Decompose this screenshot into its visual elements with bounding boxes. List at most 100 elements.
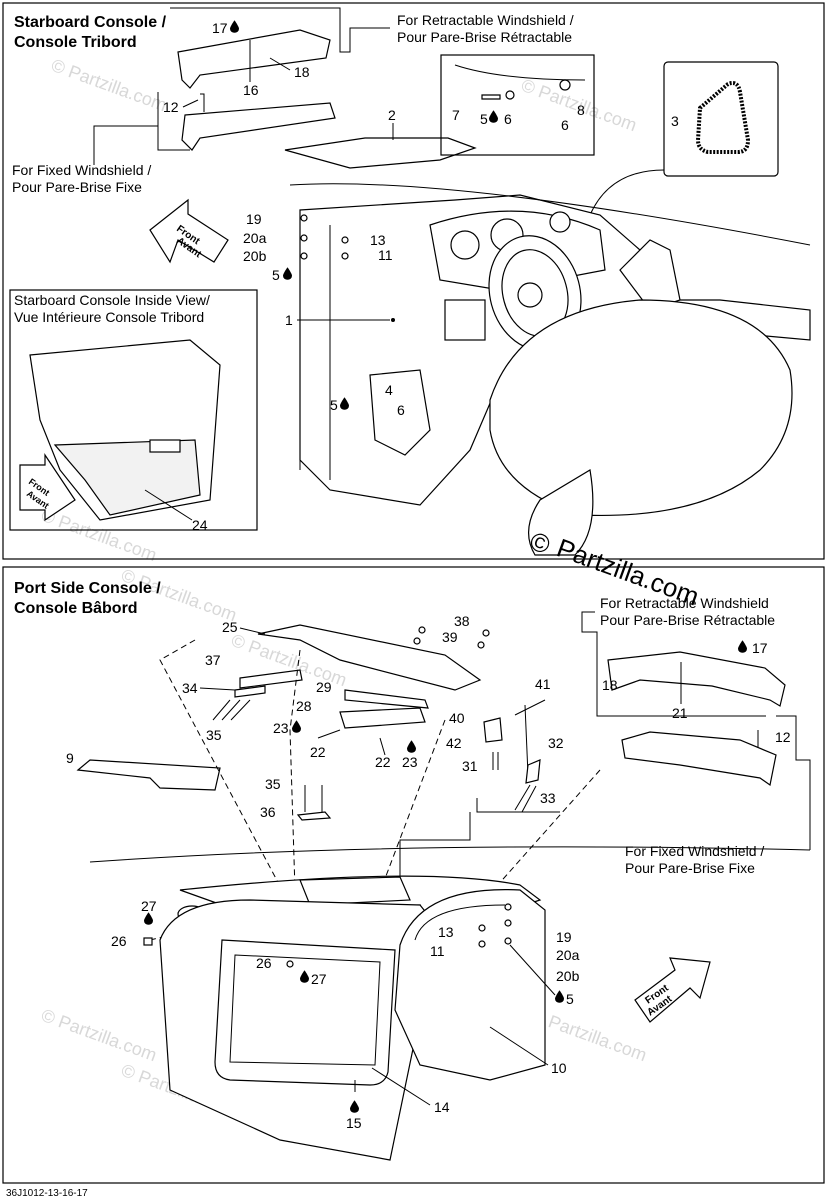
fastener-part <box>300 234 308 242</box>
callout-11: 11 <box>378 247 393 263</box>
callout-8: 8 <box>577 102 585 118</box>
callout-16: 16 <box>243 82 259 98</box>
leader-dot <box>391 318 395 322</box>
callout-19: 19 <box>246 211 262 227</box>
pad-part <box>76 759 221 791</box>
callout-3: 3 <box>671 113 679 129</box>
callout-12-port: 12 <box>775 729 791 745</box>
windshield-cover-fixed-part <box>181 102 336 151</box>
callout-5a: 5 <box>480 111 488 127</box>
side-console-panel-part <box>394 889 546 1081</box>
fastener-part <box>300 214 308 222</box>
callout-33: 33 <box>540 790 556 806</box>
callout-37: 37 <box>205 652 221 668</box>
port-fixed-note-line1: For Fixed Windshield / <box>625 843 764 859</box>
port-title-line2: Console Bâbord <box>14 600 138 617</box>
fastener-part <box>418 626 426 634</box>
callout-20b: 20b <box>243 248 267 264</box>
callout-2: 2 <box>388 107 396 123</box>
callout-40: 40 <box>449 710 465 726</box>
starboard-section: Starboard Console / Console Tribord For … <box>9 7 811 556</box>
inside-view-title-line1: Starboard Console Inside View/ <box>14 292 210 308</box>
fastener-part <box>477 641 485 649</box>
leader-line <box>269 57 291 71</box>
adhesive-drop-icon <box>292 720 301 733</box>
hinge-part <box>239 669 303 689</box>
callout-42: 42 <box>446 735 462 751</box>
callout-28: 28 <box>296 698 312 714</box>
front-arrow-icon: Front Avant <box>19 453 76 522</box>
callout-23b: 23 <box>402 754 418 770</box>
callout-10: 10 <box>551 1060 567 1076</box>
retractable-bracket-line <box>170 7 390 53</box>
windshield-edge <box>89 846 811 863</box>
port-retractable-note-line1: For Retractable Windshield <box>600 595 769 611</box>
callout-12: 12 <box>163 99 179 115</box>
fixed-bracket-line <box>776 715 811 850</box>
hardware-outline <box>454 64 586 81</box>
watermark-text: © Partzilla.com <box>49 55 170 115</box>
bracket-line <box>476 798 560 813</box>
callout-34: 34 <box>182 680 198 696</box>
adhesive-drop-icon <box>283 267 292 280</box>
watermark-text: © Partzilla.com <box>39 1005 160 1065</box>
callout-27a: 27 <box>141 898 157 914</box>
latch-rod-part <box>524 704 529 776</box>
gasket-part <box>695 81 751 154</box>
leader-line <box>182 99 199 108</box>
starboard-title-line2: Console Tribord <box>14 34 137 51</box>
starboard-retractable-note-line2: Pour Pare-Brise Rétractable <box>397 29 572 45</box>
leader-line <box>239 627 266 635</box>
callout-6b: 6 <box>561 117 569 133</box>
leader-line <box>399 812 471 905</box>
screw-part <box>492 752 499 770</box>
starboard-fixed-note-line1: For Fixed Windshield / <box>12 162 151 178</box>
panel-edge <box>414 904 506 941</box>
switch-panel-part <box>444 299 486 341</box>
callout-21: 21 <box>672 705 688 721</box>
starboard-fixed-note-line2: Pour Pare-Brise Fixe <box>12 179 142 195</box>
inside-view-frame <box>9 289 258 531</box>
adhesive-drop-icon <box>230 20 239 33</box>
front-arrow-icon: Front Avant <box>149 198 229 264</box>
fastener-part <box>504 919 512 927</box>
latch-part <box>525 759 541 784</box>
callout-32: 32 <box>548 735 564 751</box>
assembly-line <box>159 639 291 906</box>
screw-part <box>379 737 386 756</box>
diagram-reference-code: 36J1012-13-16-17 <box>6 1188 88 1199</box>
callout-26b: 26 <box>256 955 272 971</box>
callout-25: 25 <box>222 619 238 635</box>
fastener-part <box>300 252 308 260</box>
starboard-title-line1: Starboard Console / <box>14 14 167 31</box>
callout-36: 36 <box>260 804 276 820</box>
callout-4: 4 <box>385 382 393 398</box>
port-section: Port Side Console / Console Bâbord 25 38… <box>14 580 811 1161</box>
adhesive-drop-icon <box>738 640 747 653</box>
hinge-plate-part <box>234 685 266 698</box>
dash-opening-part <box>299 876 411 906</box>
leader-line <box>489 1026 549 1066</box>
retractable-bracket-line <box>581 611 766 717</box>
port-fixed-note-line2: Pour Pare-Brise Fixe <box>625 860 755 876</box>
callout-31: 31 <box>462 758 478 774</box>
adhesive-drop-icon <box>489 110 498 123</box>
callout-5b: 5 <box>272 267 280 283</box>
console-door-part <box>214 939 396 1086</box>
washer-part <box>505 90 515 100</box>
plate-part <box>296 811 332 821</box>
leader-line <box>371 1067 431 1106</box>
callout-9: 9 <box>66 750 74 766</box>
callout-5-port: 5 <box>566 991 574 1007</box>
windshield-cover-fixed-part <box>621 731 777 787</box>
gauge-part <box>549 211 571 233</box>
callout-13-port: 13 <box>438 924 454 940</box>
assembly-line <box>374 719 446 906</box>
callout-22a: 22 <box>310 744 326 760</box>
screw-part <box>514 699 546 716</box>
callout-23a: 23 <box>273 720 289 736</box>
adhesive-drop-icon <box>555 990 564 1003</box>
callout-41: 41 <box>535 676 551 692</box>
console-top-cover-part <box>257 624 482 691</box>
callout-7: 7 <box>452 107 460 123</box>
